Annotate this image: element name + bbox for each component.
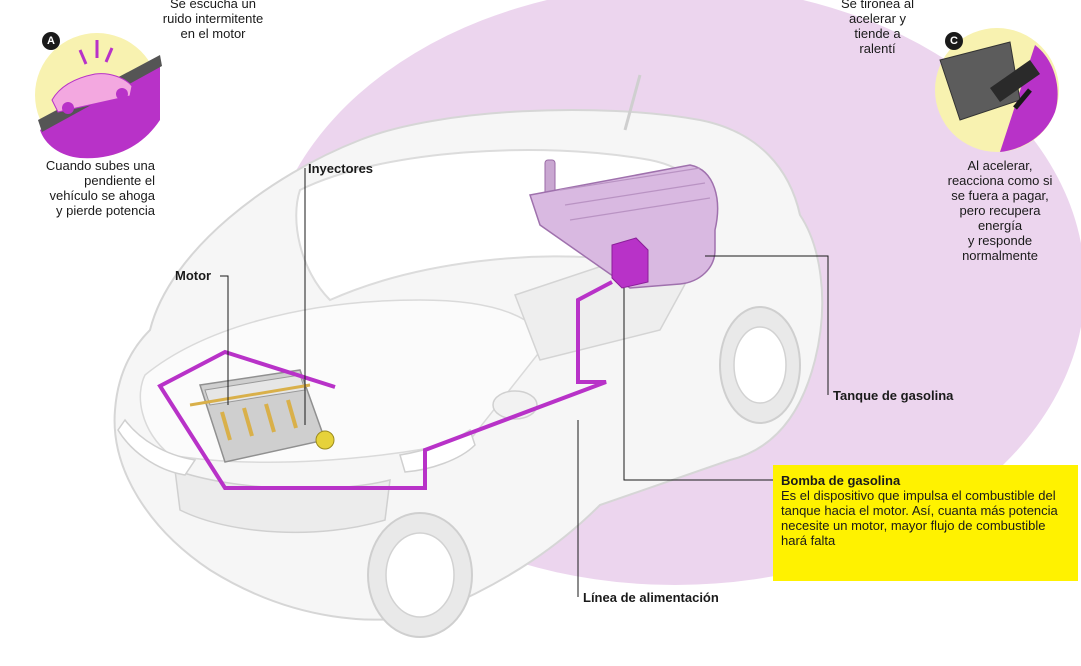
leader-lines [220,168,829,597]
symptom-c-title: Se tironea al acelerar y tiende a ralent… [841,0,914,56]
engine-block [189,369,335,463]
fuel-pump [611,237,649,289]
fuel-pump-callout: Bomba de gasolina Es el dispositivo que … [773,465,1078,581]
label-linea: Línea de alimentación [583,590,719,605]
symptom-a-title: Se escucha un ruido intermitente en el m… [162,0,264,41]
fuel-line [157,280,613,490]
callout-body: Es el dispositivo que impulsa el combust… [781,488,1058,548]
symptom-a-illustration [35,33,162,159]
symptom-c-illustration [935,28,1059,152]
symptom-c-badge: C [945,32,963,50]
label-inyectores: Inyectores [308,161,374,176]
fuel-tank [529,159,719,289]
label-motor: Motor [175,268,212,283]
callout-title: Bomba de gasolina [781,473,901,488]
symptom-a-description: Cuando subes una pendiente el vehículo s… [45,158,155,218]
symptom-a-badge: A [42,32,60,50]
symptom-c-description: Al acelerar, reacciona como si se fuera … [947,158,1053,263]
label-tanque: Tanque de gasolina [833,388,954,403]
